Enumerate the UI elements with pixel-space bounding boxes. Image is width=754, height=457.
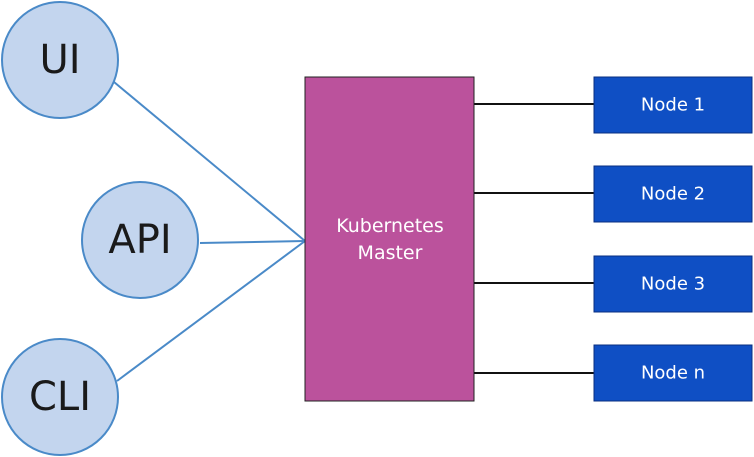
node-2-box [593, 165, 753, 223]
client-api-label: API [108, 217, 171, 263]
api-to-master-connector [199, 240, 306, 244]
node-1-box [593, 76, 753, 134]
node-1-label: Node 1 [641, 95, 705, 116]
client-connectors [113, 81, 306, 382]
node-3-box [593, 255, 753, 313]
master-label-line2: Master [358, 242, 423, 264]
client-api-circle [81, 181, 199, 299]
master-box [304, 76, 475, 402]
node-n: Node n [593, 344, 753, 402]
node-3-label: Node 3 [641, 274, 705, 295]
node-2-label: Node 2 [641, 184, 705, 205]
node-links [474, 103, 594, 374]
client-cli-label: CLI [29, 374, 91, 420]
master-label-line1: Kubernetes [336, 215, 444, 237]
client-cli: CLI [1, 338, 119, 456]
node-2: Node 2 [593, 165, 753, 223]
client-api: API [81, 181, 199, 299]
client-cli-circle [1, 338, 119, 456]
cli-to-master-connector [116, 240, 306, 382]
node-n-label: Node n [641, 363, 705, 384]
client-ui-circle [1, 1, 119, 119]
kubernetes-master: Kubernetes Master [304, 76, 475, 402]
node-1: Node 1 [593, 76, 753, 134]
client-ui-label: UI [39, 37, 80, 83]
node-3: Node 3 [593, 255, 753, 313]
client-ui: UI [1, 1, 119, 119]
ui-to-master-connector [113, 81, 306, 242]
node-n-box [593, 344, 753, 402]
